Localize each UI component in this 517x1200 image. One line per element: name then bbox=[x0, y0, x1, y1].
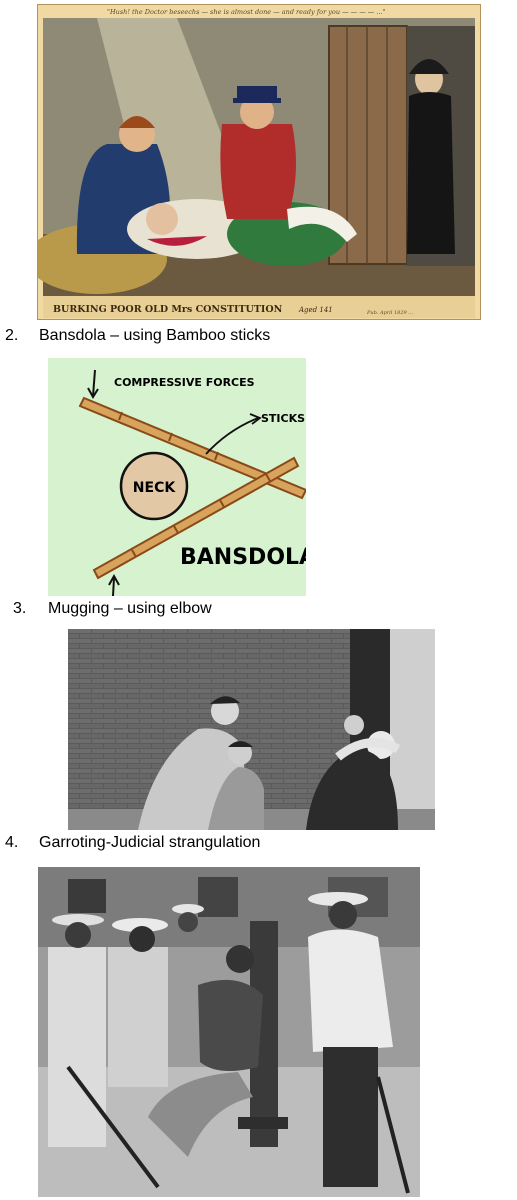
bansdola-diagram-illustration: COMPRESSIVE FORCES STICKS NECK BANSDOLA bbox=[78, 369, 306, 596]
burking-publisher-text: Pub. April 1829 ... bbox=[366, 310, 413, 316]
item-text: Garroting-Judicial strangulation bbox=[39, 834, 261, 851]
mugging-photo bbox=[68, 629, 435, 830]
item-text: Mugging – using elbow bbox=[48, 600, 212, 617]
burking-cartoon-image: "Hush! the Doctor beseechs — she is almo… bbox=[37, 4, 481, 320]
item-text: Bansdola – using Bamboo sticks bbox=[39, 327, 271, 344]
sticks-pointer-arrow bbox=[205, 413, 262, 455]
mugging-photo-illustration bbox=[68, 629, 435, 830]
garroting-photo-illustration bbox=[38, 867, 420, 1197]
item-number: 4. bbox=[5, 834, 19, 851]
garroting-photo bbox=[38, 867, 420, 1197]
lower-bamboo-stick bbox=[92, 456, 300, 580]
burking-cartoon-illustration: "Hush! the Doctor beseechs — she is almo… bbox=[37, 4, 481, 320]
burking-date-text: Aged 141 bbox=[298, 306, 333, 314]
bansdola-title: BANSDOLA bbox=[180, 545, 306, 570]
top-force-arrow bbox=[87, 369, 99, 399]
neck-label: NECK bbox=[133, 480, 177, 496]
burking-bottom-caption: BURKING POOR OLD Mrs CONSTITUTION bbox=[53, 304, 283, 315]
sticks-label: STICKS bbox=[261, 412, 305, 425]
item-3-caption: 3. Mugging – using elbow bbox=[13, 599, 212, 619]
item-number: 3. bbox=[13, 600, 27, 617]
burking-top-caption: "Hush! the Doctor beseechs — she is almo… bbox=[107, 8, 386, 16]
item-number: 2. bbox=[5, 327, 19, 344]
item-2-caption: 2. Bansdola – using Bamboo sticks bbox=[5, 326, 270, 346]
neck-circle bbox=[119, 451, 189, 521]
bottom-force-arrow bbox=[108, 573, 120, 596]
bansdola-diagram-image: COMPRESSIVE FORCES STICKS NECK BANSDOLA bbox=[48, 358, 306, 596]
item-4-caption: 4. Garroting-Judicial strangulation bbox=[5, 833, 260, 853]
compressive-forces-label: COMPRESSIVE FORCES bbox=[114, 376, 255, 389]
